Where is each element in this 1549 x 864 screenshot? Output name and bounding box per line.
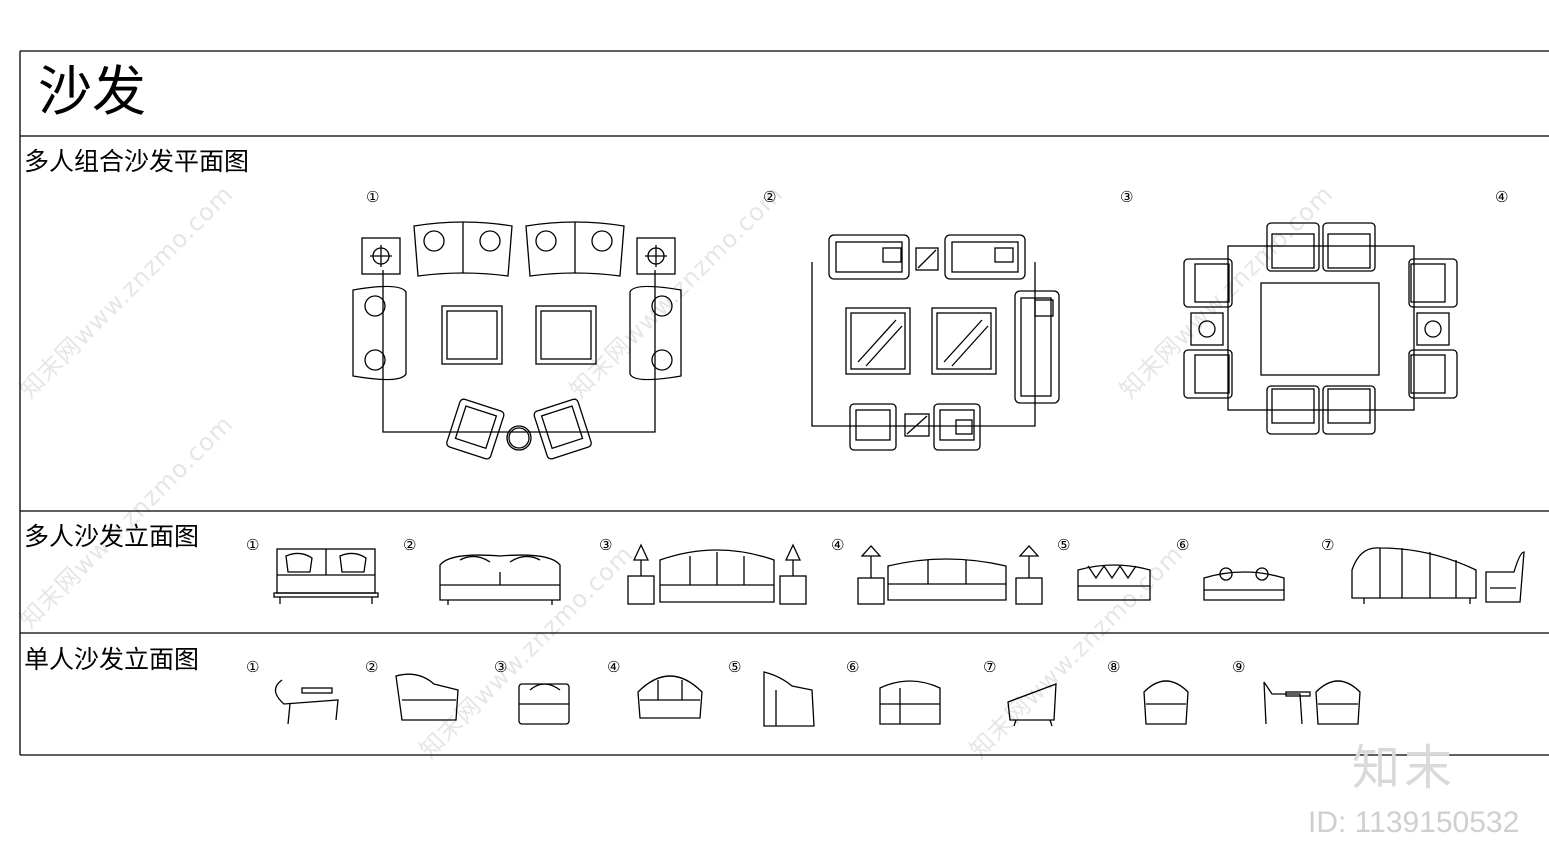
elevation-chair-7	[1007, 683, 1057, 727]
item-number: ②	[403, 536, 417, 554]
elevation-sofa-4	[857, 545, 1043, 605]
elevation-sofa-7	[1351, 547, 1525, 604]
item-number: ⑥	[1176, 536, 1190, 554]
item-number: ①	[246, 658, 260, 676]
item-number: ①	[366, 188, 380, 206]
elevation-chair-8	[1143, 680, 1189, 725]
sheet-frame	[19, 50, 1549, 756]
item-number: ②	[763, 188, 777, 206]
elevation-chair-3	[518, 683, 570, 725]
item-number: ④	[831, 536, 845, 554]
elevation-chair-2	[395, 673, 459, 721]
item-number: ②	[365, 658, 379, 676]
image-id-label: ID: 1139150532	[1308, 806, 1520, 839]
section-label-multi-elevation: 多人沙发立面图	[24, 522, 200, 551]
elevation-sofa-5	[1077, 564, 1151, 601]
elevation-sofa-6	[1203, 567, 1285, 601]
item-number: ⑨	[1232, 658, 1246, 676]
plan-sofa-set-2	[811, 234, 1060, 451]
item-number: ④	[1495, 188, 1509, 206]
item-number: ④	[607, 658, 621, 676]
elevation-chair-4	[637, 675, 703, 719]
elevation-chair-6	[879, 680, 941, 725]
plan-sofa-set-1	[352, 221, 682, 460]
item-number: ③	[494, 658, 508, 676]
item-number: ①	[246, 536, 260, 554]
elevation-sofa-1	[273, 548, 379, 604]
item-number: ⑤	[728, 658, 742, 676]
item-number: ③	[1120, 188, 1134, 206]
section-label-plan: 多人组合沙发平面图	[24, 147, 250, 176]
brand-logo: 知末	[1352, 740, 1457, 796]
elevation-sofa-2	[439, 554, 561, 605]
item-number: ⑤	[1057, 536, 1071, 554]
item-number: ⑦	[983, 658, 997, 676]
elevation-chair-5	[763, 671, 815, 727]
page-title: 沙发	[38, 60, 146, 123]
elevation-chair-9	[1263, 680, 1361, 725]
plan-sofa-set-3	[1183, 222, 1458, 435]
item-number: ③	[599, 536, 613, 554]
item-number: ⑧	[1107, 658, 1121, 676]
section-label-single-elevation: 单人沙发立面图	[24, 645, 200, 674]
elevation-sofa-3	[627, 543, 807, 605]
item-number: ⑦	[1321, 536, 1335, 554]
elevation-chair-1	[274, 679, 339, 725]
item-number: ⑥	[846, 658, 860, 676]
